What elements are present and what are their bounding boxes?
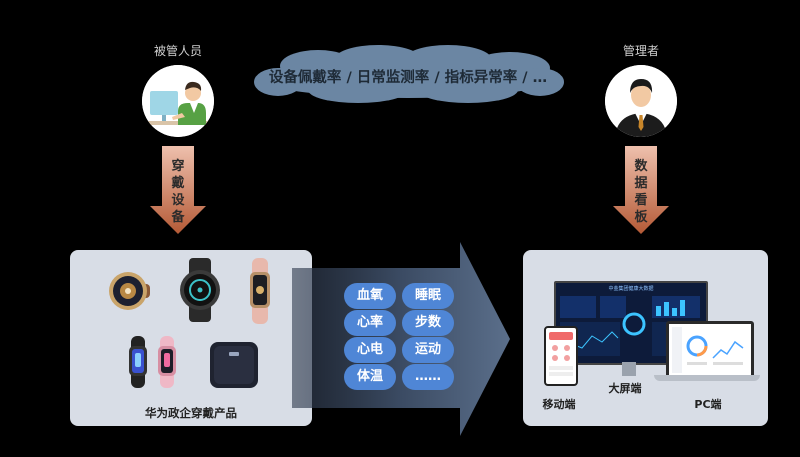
- metrics-cloud-shape: [254, 45, 564, 103]
- metric-pill-exercise: 运动: [402, 337, 454, 363]
- metrics-cloud-text: 设备佩戴率 / 日常监测率 / 指标异常率 / …: [268, 70, 548, 86]
- mobile-app-widgets-icon: [549, 332, 573, 376]
- wear-device-arrow-shape: [150, 146, 206, 234]
- wearable-products-caption: 华为政企穿戴产品: [145, 406, 237, 420]
- smartwatch-gold-icon: [109, 272, 150, 310]
- metric-pill-body-temperature: 体温: [344, 364, 396, 390]
- pc-laptop-screen: [666, 321, 754, 379]
- metric-pill-ecg: 心电: [344, 337, 396, 363]
- bigscreen-label: 大屏端: [608, 382, 642, 395]
- fitness-band-pink-icon: [250, 258, 270, 324]
- mobile-label: 移动端: [542, 398, 576, 411]
- data-dashboard-arrow-shape: [613, 146, 669, 234]
- bigscreen-stand: [622, 362, 636, 376]
- smartwatch-black-icon: [180, 258, 220, 322]
- manager-label: 管理者: [622, 44, 659, 58]
- monitored-person-avatar-icon: [142, 65, 214, 137]
- metric-pill-heart-rate: 心率: [344, 310, 396, 336]
- pc-dashboard-widgets-icon: [672, 327, 744, 373]
- pc-laptop-base: [654, 375, 760, 381]
- fitness-band-rose-icon: [158, 336, 176, 388]
- data-dashboard-arrow-label: 数 据 看 板: [634, 159, 648, 225]
- fitness-band-black-icon: [129, 336, 147, 388]
- metric-pill-sleep: 睡眠: [402, 283, 454, 309]
- metric-pill-blood-oxygen: 血氧: [344, 283, 396, 309]
- mobile-phone-screen: [544, 326, 578, 386]
- monitored-person-label: 被管人员: [153, 44, 202, 58]
- bigscreen-dashboard-title: 中金集团健康大数据: [608, 286, 654, 292]
- wear-device-arrow-label: 穿 戴 设 备: [171, 159, 185, 225]
- smart-scale-icon: [210, 342, 258, 388]
- pc-label: PC端: [694, 398, 722, 411]
- manager-avatar-icon: [605, 65, 677, 137]
- metric-pill-steps: 步数: [402, 310, 454, 336]
- metric-pill-more: ……: [402, 364, 454, 390]
- big-flow-arrow-shape: [292, 242, 510, 436]
